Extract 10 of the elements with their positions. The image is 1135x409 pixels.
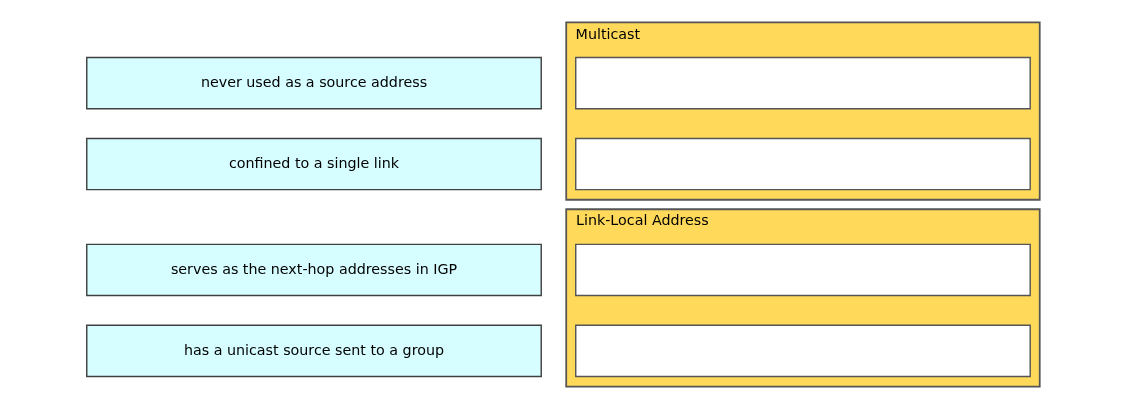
node-box: never used as a source address	[85, 56, 542, 110]
node-box: confined to a single link	[85, 137, 542, 191]
node-box	[574, 137, 1031, 191]
cluster: Multicast	[564, 21, 1041, 201]
node-box	[574, 324, 1031, 378]
node-box	[574, 243, 1031, 297]
node-box: serves as the next-hop addresses in IGP	[85, 243, 542, 297]
cluster: Link-Local Address	[564, 208, 1041, 388]
node-box: has a unicast source sent to a group	[85, 324, 542, 378]
node-box	[574, 56, 1031, 110]
